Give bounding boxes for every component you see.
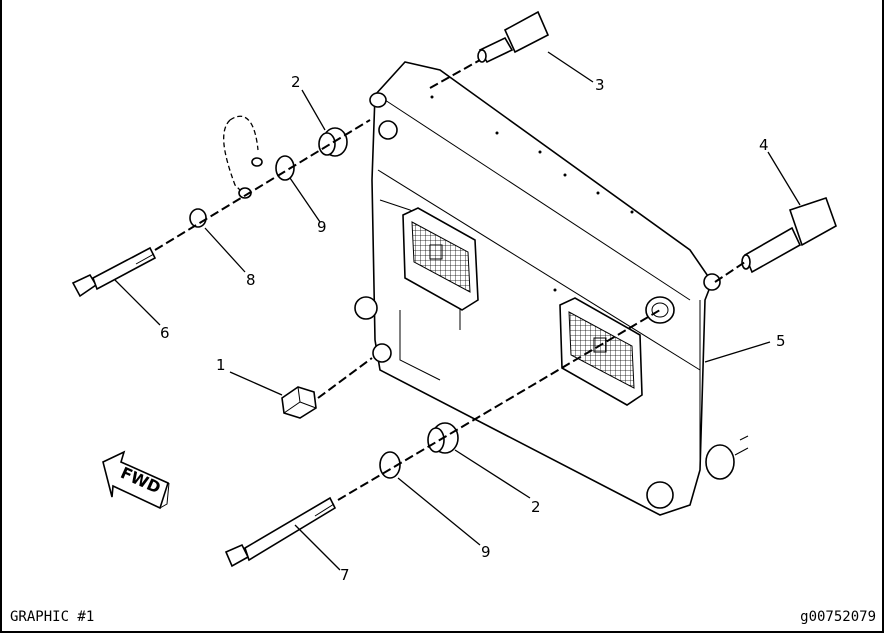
callout-8: 8 [246,271,256,289]
graphic-id: g00752079 [800,609,876,625]
ecm-connector-lower [559,297,643,406]
callout-9-upper: 9 [317,218,327,236]
callout-1: 1 [216,356,226,374]
nut-1 [281,386,317,419]
leader-lines [114,51,801,571]
ecm-connector-upper [402,207,479,311]
callout-7: 7 [340,566,350,584]
spacer-3 [477,10,550,64]
callout-9-lower: 9 [481,543,491,561]
assembly-axes [154,59,746,501]
callout-5: 5 [776,332,786,350]
ground-strap [223,115,263,199]
callout-4: 4 [759,136,769,154]
bolt-7 [224,496,337,568]
graphic-label: GRAPHIC #1 [10,609,95,625]
callout-2-upper: 2 [291,73,301,91]
washer-8 [189,208,207,228]
module-mount-bosses [354,92,749,509]
callout-6: 6 [160,324,170,342]
callout-labels: 2 3 4 5 6 7 8 9 1 2 9 [160,73,786,584]
callout-2-lower: 2 [531,498,541,516]
bolt-6 [71,246,157,298]
spacer-4 [741,196,837,274]
fwd-arrow: FWD [102,450,170,510]
callout-3: 3 [595,76,605,94]
